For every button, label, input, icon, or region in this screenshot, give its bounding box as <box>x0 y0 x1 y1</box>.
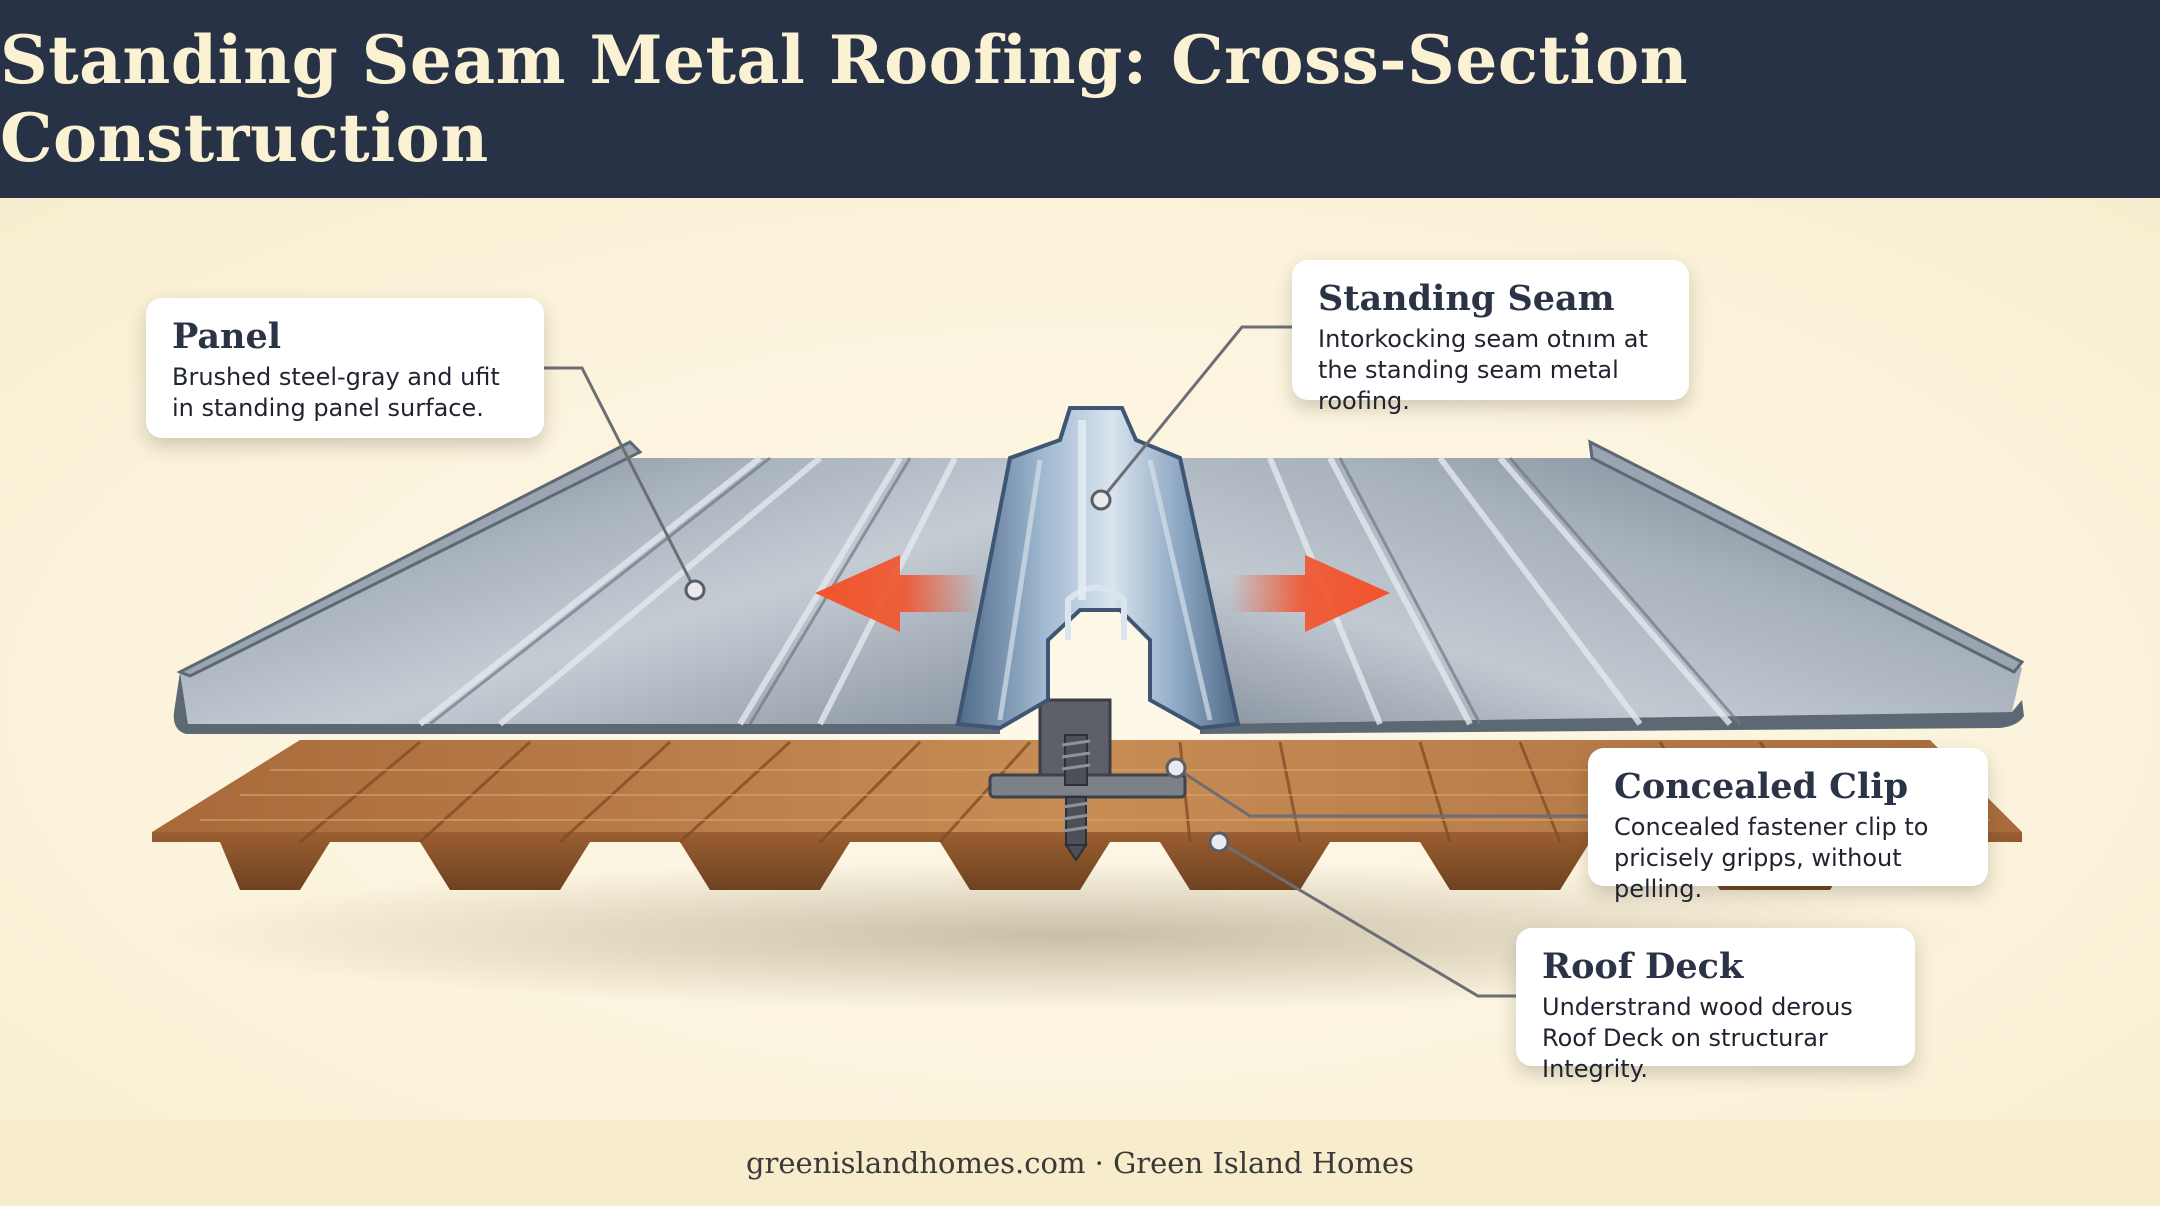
leader-dots <box>684 489 1230 853</box>
callout-panel-title: Panel <box>172 316 282 357</box>
concealed-clip-graphic <box>988 698 1187 862</box>
footer-credit: greenislandhomes.com · Green Island Home… <box>745 1146 1415 1180</box>
callout-concealed-clip: Concealed Clip Concealed fastener clip t… <box>1588 748 1988 903</box>
callout-panel-desc: Brushed steel-gray and ufit in standing … <box>172 363 500 422</box>
standing-seam-graphic <box>955 406 1241 731</box>
page-title: Standing Seam Metal Roofing: Cross-Secti… <box>0 21 1689 177</box>
callout-roof-deck-desc: Understrand wood derous Roof Deck on str… <box>1542 993 1853 1083</box>
right-panel-graphic <box>1180 439 2025 734</box>
callout-concealed-clip-title: Concealed Clip <box>1614 766 1909 807</box>
callout-concealed-clip-desc: Concealed fastener clip to pricisely gri… <box>1614 813 1929 903</box>
callout-standing-seam-title: Standing Seam <box>1318 278 1615 319</box>
leader-lines <box>544 325 1588 998</box>
header-bar: Standing Seam Metal Roofing: Cross-Secti… <box>0 0 2160 198</box>
expansion-arrow-left <box>815 555 980 632</box>
callout-roof-deck-title: Roof Deck <box>1542 946 1744 987</box>
expansion-arrow-right <box>1230 555 1390 632</box>
callout-standing-seam-desc: Intorkocking seam otnım at the standing … <box>1318 325 1648 415</box>
callout-roof-deck: Roof Deck Understrand wood derous Roof D… <box>1516 928 1915 1083</box>
footer-bar: greenislandhomes.com · Green Island Home… <box>0 1120 2160 1206</box>
callout-standing-seam: Standing Seam Intorkocking seam otnım at… <box>1292 260 1689 415</box>
callout-panel: Panel Brushed steel-gray and ufit in sta… <box>146 298 544 438</box>
